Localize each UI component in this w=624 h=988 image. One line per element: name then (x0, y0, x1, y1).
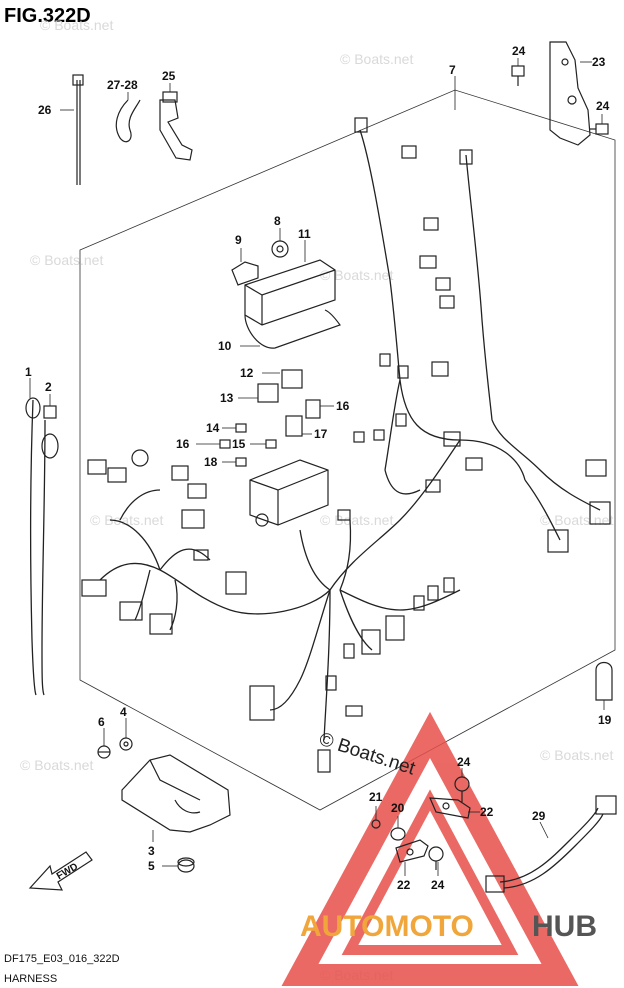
main-watermark: © Boats.net (316, 729, 418, 780)
callout-11: 11 (298, 227, 311, 241)
figure-name: HARNESS (4, 973, 57, 985)
harness-bracket-part (549, 41, 591, 146)
extension-cable-part (485, 795, 617, 893)
bolt-part (511, 65, 525, 86)
fwd-label: FWD (55, 861, 80, 882)
callout-22-bottom: 22 (397, 878, 411, 892)
harness-connectors (81, 117, 611, 773)
callout-1: 1 (25, 365, 32, 379)
junction-box-part (249, 459, 329, 527)
callout-9: 9 (235, 233, 242, 247)
relay-part (257, 369, 303, 403)
callout-24-right: 24 (596, 99, 610, 113)
callout-24-top: 24 (512, 44, 526, 58)
cap-part (595, 661, 613, 701)
callout-14: 14 (206, 421, 220, 435)
figure-code: DF175_E03_016_322D (4, 953, 120, 965)
callout-16-left: 16 (176, 437, 190, 451)
watermark-text: © Boats.net (540, 512, 613, 528)
wire-clip-part (115, 99, 141, 143)
watermark-text: © Boats.net (30, 252, 103, 268)
callout-19: 19 (598, 713, 612, 727)
callout-22-top: 22 (480, 805, 494, 819)
callout-4: 4 (120, 705, 127, 719)
fuse-part (219, 423, 277, 467)
callout-6: 6 (98, 715, 105, 729)
callout-17: 17 (314, 427, 328, 441)
callout-10: 10 (218, 339, 232, 353)
brand-watermark (281, 711, 579, 986)
bolt-part (428, 846, 444, 870)
callout-8: 8 (274, 214, 281, 228)
brand-text-left: AUTOMOTO (300, 910, 474, 943)
relay-part (285, 399, 321, 437)
forward-arrow-icon: FWD (28, 851, 93, 891)
ground-terminal-part (395, 839, 429, 863)
cable-tie-part (72, 74, 84, 185)
callout-2: 2 (45, 380, 52, 394)
callout-18: 18 (204, 455, 218, 469)
callout-5: 5 (148, 859, 155, 873)
callout-24-bottom: 24 (431, 878, 445, 892)
callout-24-mid: 24 (457, 755, 471, 769)
grommet-part (271, 240, 289, 258)
callout-16-right: 16 (336, 399, 350, 413)
callout-26: 26 (38, 103, 52, 117)
callout-21: 21 (369, 790, 383, 804)
watermark-text: © Boats.net (340, 51, 413, 67)
figure-title: FIG.322D (4, 5, 91, 27)
watermark-text: © Boats.net (320, 512, 393, 528)
callout-27-28: 27-28 (107, 78, 138, 92)
site-watermarks: © Boats.net © Boats.net © Boats.net © Bo… (20, 17, 613, 983)
watermark-text: © Boats.net (40, 17, 113, 33)
callout-12: 12 (240, 366, 254, 380)
assembly-outline (79, 89, 616, 811)
main-wire-harness (99, 129, 601, 741)
callout-20: 20 (391, 801, 405, 815)
callout-23: 23 (592, 55, 606, 69)
watermark-text: © Boats.net (320, 267, 393, 283)
grommet-part (177, 857, 195, 873)
watermark-text: © Boats.net (90, 512, 163, 528)
callout-3: 3 (148, 844, 155, 858)
callout-25: 25 (162, 69, 176, 83)
callout-15: 15 (232, 437, 246, 451)
watermark-text: © Boats.net (540, 747, 613, 763)
washer-part (119, 737, 133, 751)
cover-bracket-part (121, 754, 231, 833)
screw-part (97, 745, 111, 759)
fuse-clip-part (231, 261, 259, 286)
spacer-part (390, 827, 406, 841)
bolt-part (590, 123, 609, 135)
ground-terminal-part (429, 797, 471, 819)
callout-29: 29 (532, 809, 546, 823)
callout-13: 13 (220, 391, 234, 405)
clamp-bracket-part (159, 91, 193, 161)
callout-7: 7 (449, 63, 456, 77)
battery-cable-part (25, 397, 59, 696)
brand-text-right: HUB (532, 910, 597, 943)
fuse-box-cover-part (244, 309, 341, 349)
watermark-text: © Boats.net (20, 757, 93, 773)
